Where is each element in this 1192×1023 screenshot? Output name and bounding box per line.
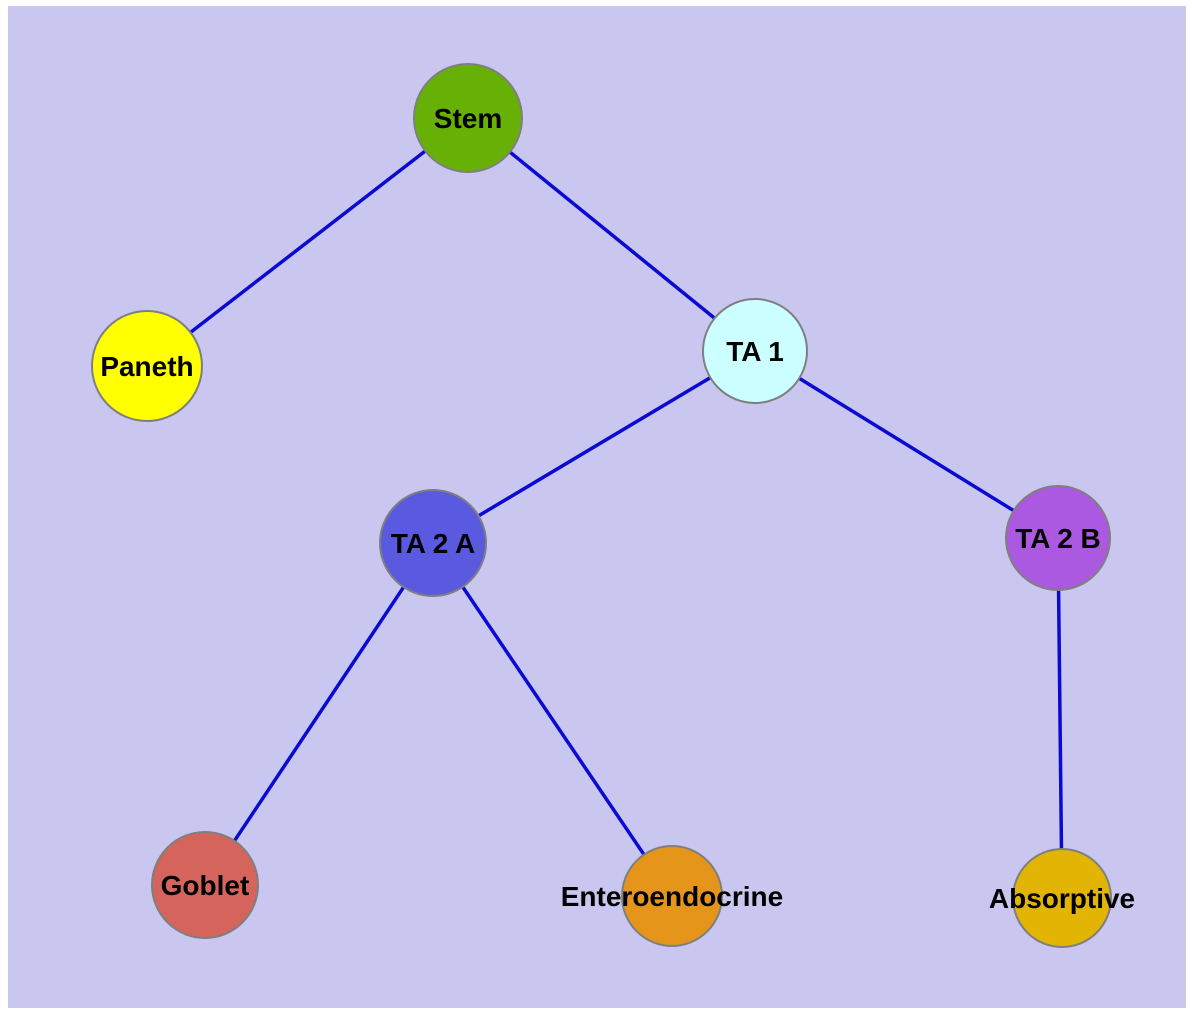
node-label-enteroendocrine: Enteroendocrine xyxy=(561,881,783,912)
edges-layer xyxy=(145,116,1064,900)
node-circle-paneth xyxy=(91,310,203,422)
node-ta2b: TA 2 B xyxy=(1005,485,1111,591)
edge-stem-paneth xyxy=(145,116,470,368)
node-ta1: TA 1 xyxy=(702,298,808,404)
edge-ta2b-absorptive xyxy=(1056,536,1064,900)
node-ta2a: TA 2 A xyxy=(379,489,487,597)
node-circle-ta2a xyxy=(379,489,487,597)
node-paneth: Paneth xyxy=(91,310,203,422)
node-label-ta2a: TA 2 A xyxy=(391,528,476,559)
node-circle-enteroendocrine xyxy=(621,845,723,947)
node-circle-ta1 xyxy=(702,298,808,404)
node-enteroendocrine: Enteroendocrine xyxy=(561,845,783,947)
edge-ta1-ta2a xyxy=(431,349,757,545)
edge-ta2a-goblet xyxy=(203,541,435,887)
node-circle-ta2b xyxy=(1005,485,1111,591)
node-label-ta2b: TA 2 B xyxy=(1015,523,1101,554)
node-absorptive: Absorptive xyxy=(989,848,1135,948)
node-stem: Stem xyxy=(413,63,523,173)
node-label-paneth: Paneth xyxy=(100,351,193,382)
node-circle-stem xyxy=(413,63,523,173)
node-circle-absorptive xyxy=(1012,848,1112,948)
node-circle-goblet xyxy=(151,831,259,939)
node-label-absorptive: Absorptive xyxy=(989,883,1135,914)
node-label-goblet: Goblet xyxy=(161,870,250,901)
node-goblet: Goblet xyxy=(151,831,259,939)
node-label-ta1: TA 1 xyxy=(726,336,784,367)
edge-ta1-ta2b xyxy=(753,349,1060,540)
edge-stem-ta1 xyxy=(466,116,757,353)
node-label-stem: Stem xyxy=(434,103,502,134)
edge-ta2a-enteroendocrine xyxy=(431,541,674,898)
